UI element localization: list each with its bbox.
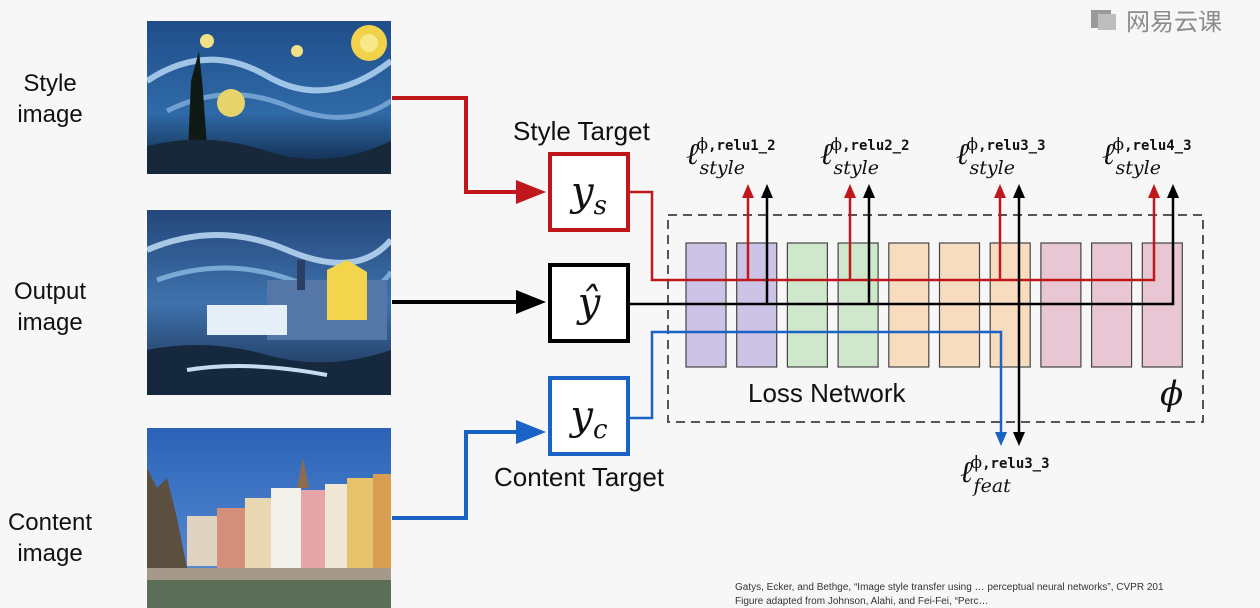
watermark-text: 网易云课 <box>1126 9 1222 36</box>
content-image-label: Content image <box>7 509 93 567</box>
style-arrowhead <box>516 180 546 204</box>
loss-network-frame <box>667 214 1204 423</box>
style-arrow-up-3 <box>994 184 1006 198</box>
output-arrowhead <box>516 290 546 314</box>
feature-loss-label: ℓϕ,relu3_3feat <box>960 453 1050 497</box>
output-arrow-up-2 <box>863 184 875 198</box>
output-feature-line <box>628 196 1175 306</box>
style-target-symbol: ys <box>571 169 607 221</box>
output-arrow-down <box>1013 432 1025 446</box>
content-target-label: Content Target <box>494 462 665 492</box>
style-arrow-up-4 <box>1148 184 1160 198</box>
style-arrow-up-2 <box>844 184 856 198</box>
output-image <box>147 210 391 395</box>
style-loss-label-3: ℓϕ,relu3_3style <box>956 135 1046 179</box>
citation-line-2: Figure adapted from Johnson, Alahi, and … <box>735 596 989 607</box>
citation-line-1: Gatys, Ecker, and Bethge, “Image style t… <box>735 582 1164 593</box>
content-target-symbol: yc <box>570 393 608 445</box>
watermark: 网易云课 <box>1090 2 1222 37</box>
content-feature-line <box>628 330 1003 434</box>
content-input-arrow <box>392 430 528 520</box>
content-arrow-down <box>995 432 1007 446</box>
style-target-box <box>548 152 630 232</box>
output-arrow-up-3 <box>1013 184 1025 198</box>
loss-network-phi: ϕ <box>1160 374 1184 414</box>
style-image <box>147 21 391 174</box>
style-input-arrow <box>392 96 528 194</box>
style-arrow-up-1 <box>742 184 754 198</box>
style-loss-label-4: ℓϕ,relu4_3style <box>1102 135 1192 179</box>
output-arrow-up-1 <box>761 184 773 198</box>
style-image-label: Style image <box>17 70 83 128</box>
style-loss-label-2: ℓϕ,relu2_2style <box>820 135 910 179</box>
book-icon <box>1091 9 1116 30</box>
output-arrow-up-4 <box>1167 184 1179 198</box>
output-image-label: Output image <box>13 278 87 336</box>
output-symbol: ŷ <box>577 280 601 326</box>
style-feature-line <box>628 190 1156 282</box>
style-target-label: Style Target <box>513 116 650 146</box>
content-arrowhead <box>516 420 546 444</box>
content-image <box>147 428 391 608</box>
style-loss-label-1: ℓϕ,relu1_2style <box>686 135 776 179</box>
content-target-box <box>548 376 630 456</box>
loss-network-label: Loss Network <box>748 378 906 408</box>
